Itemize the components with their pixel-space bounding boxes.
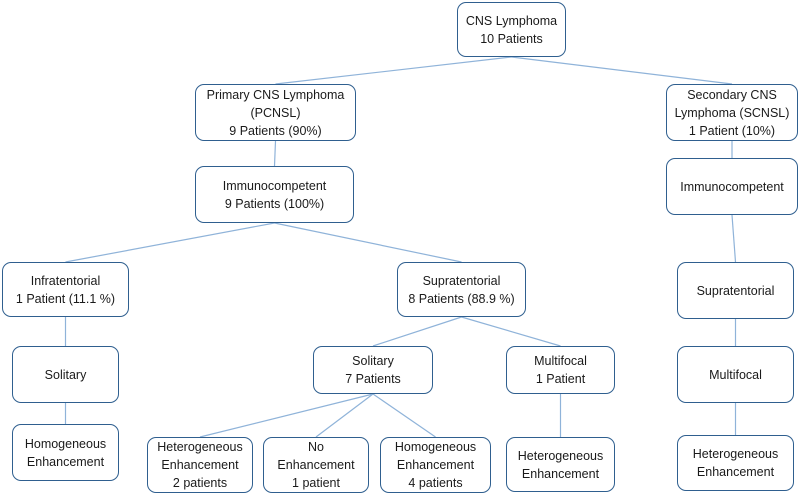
connector-pcnsl-to-p_immuno [273, 140, 277, 167]
node-primary-cns-lymphoma: Primary CNS Lymphoma(PCNSL)9 Patients (9… [195, 84, 356, 141]
connector-supra_solitary-to-sol_hetero [199, 393, 374, 438]
connector-s_immuno-to-s_supra [731, 214, 737, 263]
node-secondary-multifocal: Multifocal [677, 346, 794, 403]
connector-supra_solitary-to-sol_homog [372, 393, 436, 438]
node-secondary-immunocompetent: Immunocompetent [666, 158, 798, 215]
connector-p_immuno-to-infra [65, 222, 275, 263]
connector-root-to-pcnsl [275, 56, 512, 85]
node-infratentorial-solitary: Solitary [12, 346, 119, 403]
connector-root-to-scnsl [511, 56, 733, 85]
node-secondary-supratentorial: Supratentorial [677, 262, 794, 319]
connector-supra-to-supra_solitary [372, 316, 462, 347]
connector-supra_solitary-to-sol_none [315, 393, 374, 438]
connector-p_immuno-to-supra [274, 222, 462, 263]
connector-supra-to-supra_multifocal [461, 316, 561, 347]
